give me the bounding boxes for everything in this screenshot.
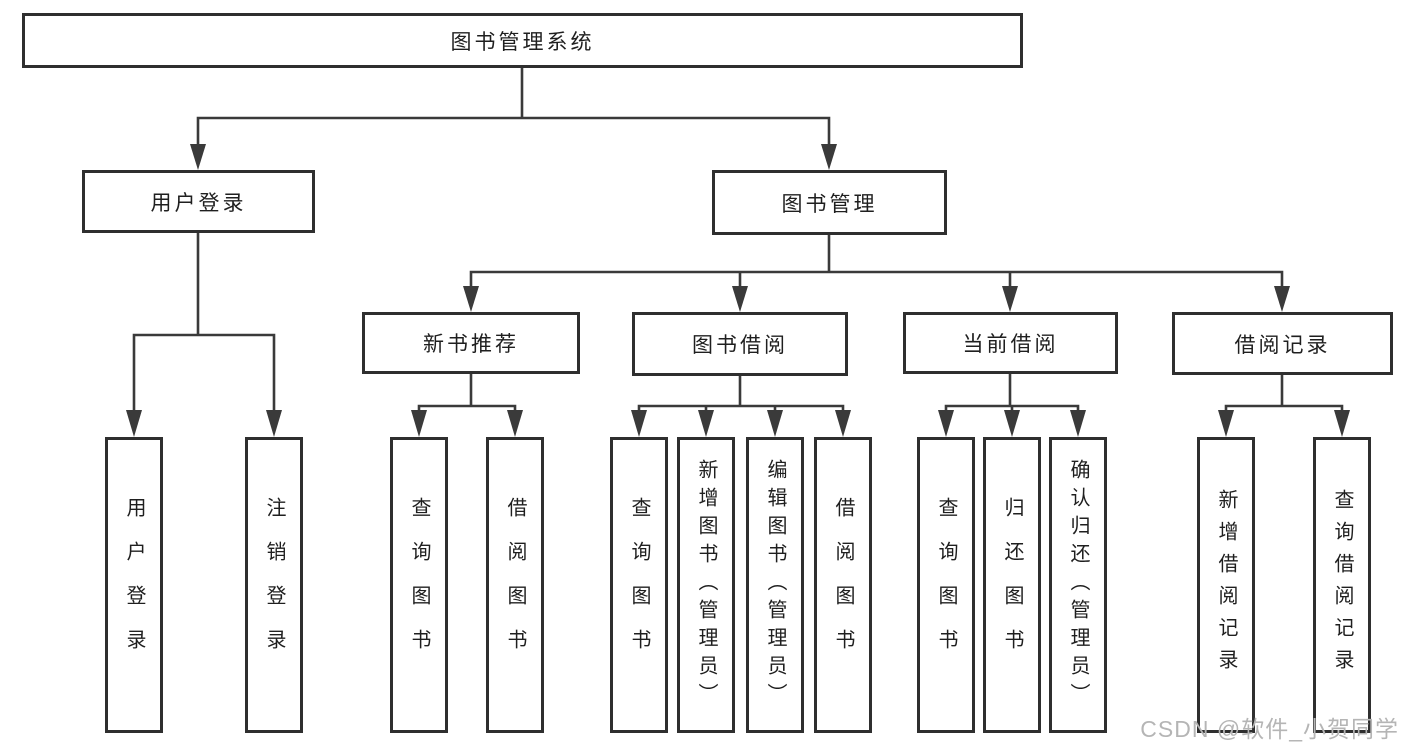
node-current-borrow: 当前借阅 xyxy=(903,312,1118,374)
node-user-login: 用户登录 xyxy=(82,170,315,233)
connector-new-book-rec-to-leaves xyxy=(411,372,523,437)
node-root: 图书管理系统 xyxy=(22,13,1023,68)
leaf-add-record: 新增借阅记录 xyxy=(1197,437,1255,733)
leaf-query-book-c: 查询图书 xyxy=(917,437,975,733)
connector-user-login-to-leaves xyxy=(126,231,282,437)
leaf-query-record: 查询借阅记录 xyxy=(1313,437,1371,733)
watermark: CSDN @软件_小贺同学 xyxy=(1140,716,1399,742)
leaf-query-book-a: 查询图书 xyxy=(390,437,448,733)
leaf-edit-book: 编辑图书（管理员） xyxy=(746,437,804,733)
leaf-add-book: 新增图书（管理员） xyxy=(677,437,735,733)
node-borrow-record: 借阅记录 xyxy=(1172,312,1393,375)
node-book-borrow: 图书借阅 xyxy=(632,312,848,376)
connector-borrow-record-to-leaves xyxy=(1218,373,1350,437)
leaf-return-book: 归还图书 xyxy=(983,437,1041,733)
leaf-query-book-b: 查询图书 xyxy=(610,437,668,733)
node-new-book-rec: 新书推荐 xyxy=(362,312,580,374)
connector-book-borrow-to-leaves xyxy=(631,374,851,437)
leaf-borrow-book-b: 借阅图书 xyxy=(814,437,872,733)
connector-current-borrow-to-leaves xyxy=(938,372,1086,437)
connector-book-mgmt-to-level3 xyxy=(463,233,1290,312)
node-book-mgmt: 图书管理 xyxy=(712,170,947,235)
leaf-user-login: 用户登录 xyxy=(105,437,163,733)
leaf-confirm-return: 确认归还（管理员） xyxy=(1049,437,1107,733)
leaf-logout: 注销登录 xyxy=(245,437,303,733)
connector-root-to-level2 xyxy=(190,66,837,170)
leaf-borrow-book-a: 借阅图书 xyxy=(486,437,544,733)
